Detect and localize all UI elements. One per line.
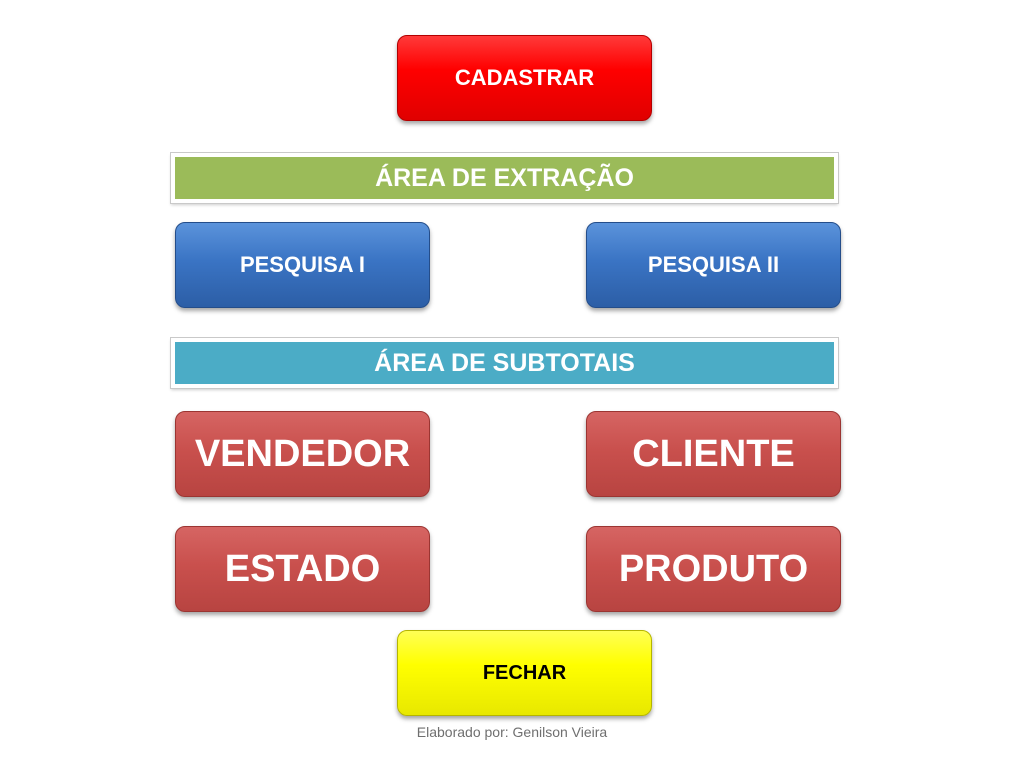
produto-button[interactable]: PRODUTO (586, 526, 841, 612)
cliente-button[interactable]: CLIENTE (586, 411, 841, 497)
estado-button[interactable]: ESTADO (175, 526, 430, 612)
pesquisa-ii-button[interactable]: PESQUISA II (586, 222, 841, 308)
pesquisa-i-button[interactable]: PESQUISA I (175, 222, 430, 308)
cadastrar-button[interactable]: CADASTRAR (397, 35, 652, 121)
section-header-subtotais: ÁREA DE SUBTOTAIS (170, 337, 839, 389)
fechar-button[interactable]: FECHAR (397, 630, 652, 716)
vendedor-button[interactable]: VENDEDOR (175, 411, 430, 497)
author-credit: Elaborado por: Genilson Vieira (416, 724, 608, 740)
section-header-extracao: ÁREA DE EXTRAÇÃO (170, 152, 839, 204)
